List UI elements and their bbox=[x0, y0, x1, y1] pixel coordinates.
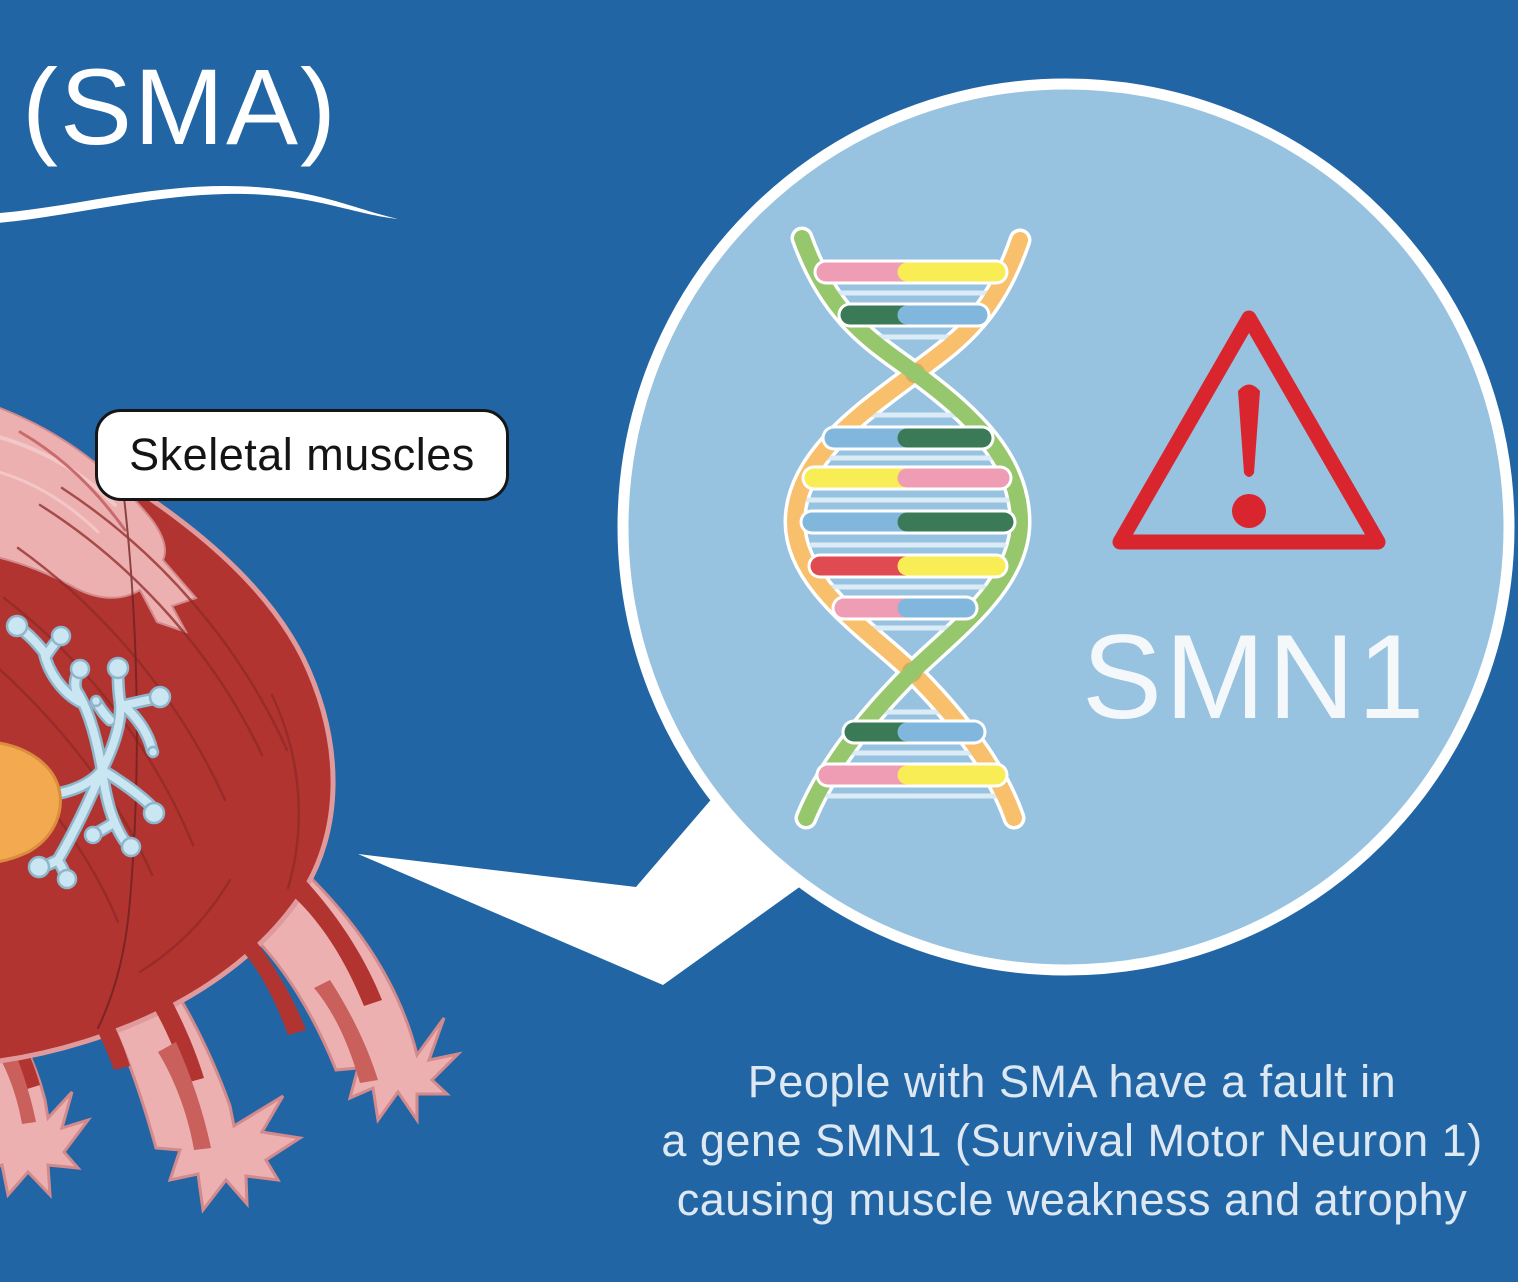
dna-helix-icon bbox=[783, 226, 1032, 830]
caption-line-1: People with SMA have a fault in bbox=[747, 1056, 1397, 1107]
motor-nerve-icon bbox=[5, 614, 172, 890]
warning-triangle-icon bbox=[1112, 310, 1386, 550]
title-underline-wave bbox=[0, 186, 398, 223]
dna-strand-orange bbox=[786, 232, 1028, 826]
gene-name-label: SMN1 bbox=[1082, 610, 1428, 744]
skeletal-muscles-label-text: Skeletal muscles bbox=[129, 429, 475, 480]
exclamation-bar bbox=[1238, 384, 1260, 477]
skeletal-muscle-illustration bbox=[0, 406, 463, 1214]
nerve-ending-icon bbox=[0, 741, 62, 863]
caption-line-3: causing muscle weakness and atrophy bbox=[676, 1174, 1468, 1225]
page-title: (SMA) bbox=[22, 46, 338, 167]
skeletal-muscles-label: Skeletal muscles bbox=[95, 409, 509, 501]
dna-thin-rungs bbox=[805, 290, 1011, 799]
dna-strand-green bbox=[794, 230, 1029, 826]
caption: People with SMA have a fault in a gene S… bbox=[661, 1052, 1482, 1229]
caption-line-2: a gene SMN1 (Survival Motor Neuron 1) bbox=[661, 1115, 1483, 1166]
exclamation-dot bbox=[1232, 494, 1266, 528]
tendon-top bbox=[0, 406, 198, 634]
tendon-red-streaks bbox=[68, 864, 382, 1150]
dna-base-pairs bbox=[799, 259, 1017, 788]
nerve-terminal-boutons bbox=[5, 614, 172, 890]
